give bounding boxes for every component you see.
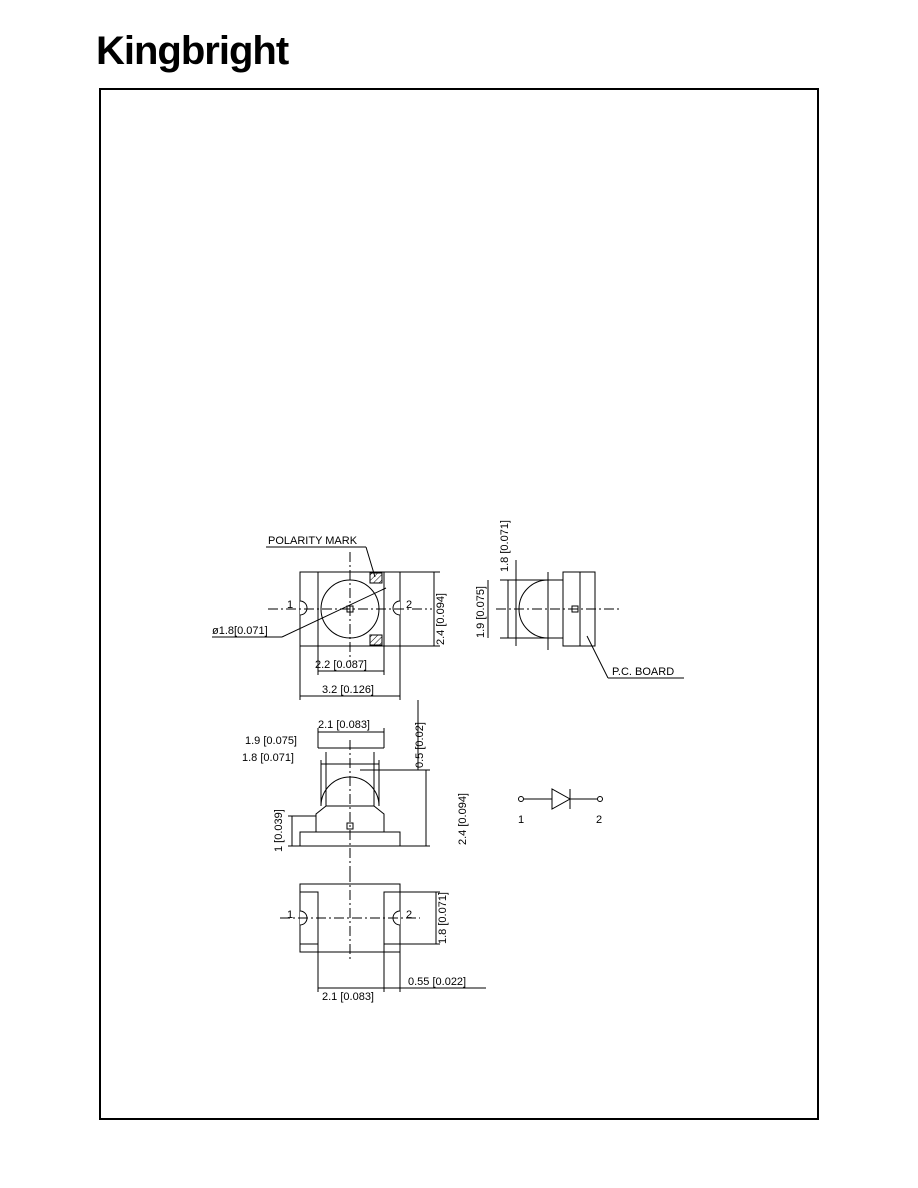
top-width-total-label: 3.2 [0.126]	[322, 684, 374, 696]
schematic-pin2-label: 2	[596, 814, 602, 826]
top-pin1-label: 1	[287, 599, 293, 611]
polarity-mark-label: POLARITY MARK	[268, 535, 358, 547]
top-pin2-label: 2	[406, 599, 412, 611]
kingbright-logo: Kingbright	[96, 29, 290, 73]
front-width-a-label: 1.9 [0.075]	[245, 735, 297, 747]
bottom-view	[280, 872, 486, 992]
front-base-label: 1 [0.039]	[273, 809, 285, 852]
diode-symbol	[518, 788, 603, 810]
front-width-top-label: 2.1 [0.083]	[318, 719, 370, 731]
side-body-height-label: 1.9 [0.075]	[475, 586, 487, 638]
side-lens-height-label: 1.8 [0.071]	[499, 520, 511, 572]
schematic-pin1-label: 1	[518, 814, 524, 826]
bottom-pin1-label: 1	[287, 909, 293, 921]
front-width-b-label: 1.8 [0.071]	[242, 752, 294, 764]
bottom-pad-width-label: 2.1 [0.083]	[322, 991, 374, 1003]
side-view	[487, 560, 684, 679]
top-height-label: 2.4 [0.094]	[435, 593, 447, 645]
lens-diameter-label: ø1.8[0.071]	[212, 625, 268, 637]
front-gap-label: 0.5 [0.02]	[414, 722, 426, 768]
bottom-pin2-label: 2	[406, 909, 412, 921]
bottom-pad-gap-label: 0.55 [0.022]	[408, 976, 466, 988]
top-width-inner-label: 2.2 [0.087]	[315, 659, 367, 671]
drawing-frame	[99, 88, 819, 1120]
pc-board-label: P.C. BOARD	[612, 666, 674, 678]
bottom-pad-height-label: 1.8 [0.071]	[437, 892, 449, 944]
top-view	[212, 546, 440, 700]
front-view	[288, 700, 430, 880]
brand-name: Kingbright	[96, 29, 289, 73]
front-height-label: 2.4 [0.094]	[457, 793, 469, 845]
